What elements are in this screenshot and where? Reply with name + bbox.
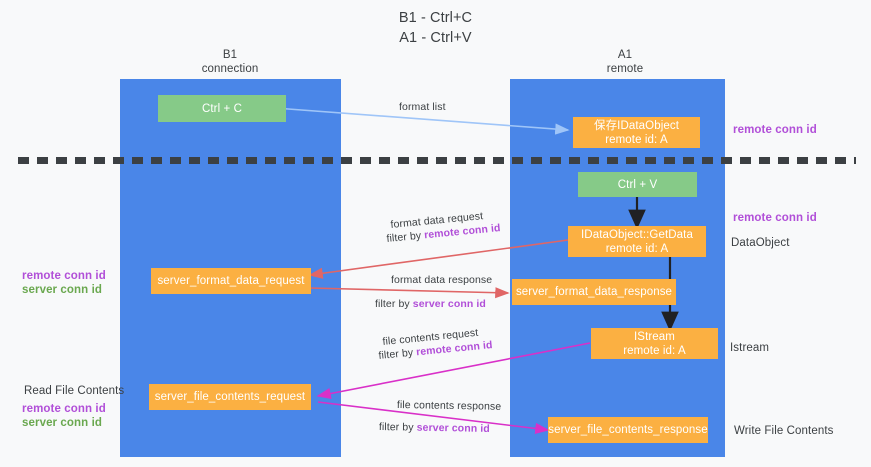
node-save-idataobject-line-1: 保存IDataObject xyxy=(593,119,680,132)
annotation-right-istream: Istream xyxy=(730,342,770,354)
node-server-format-data-request-label: server_format_data_request xyxy=(157,275,305,287)
lane-header-a1-line-1: A1 xyxy=(617,49,633,61)
diagram-title-line-2: A1 - Ctrl+V xyxy=(399,30,472,46)
edge-label-file-contents-response: file contents response xyxy=(396,399,502,413)
node-idataobject-getdata-line-1: IDataObject::GetData xyxy=(581,228,693,241)
node-server-file-contents-request-label: server_file_contents_request xyxy=(154,391,306,403)
node-server-format-data-request[interactable]: server_format_data_request xyxy=(151,268,311,294)
annotation-left-server-conn-id-bottom: server conn id xyxy=(22,417,103,429)
node-server-file-contents-response-label: server_file_contents_response xyxy=(548,424,708,436)
lane-header-a1-line-2: remote xyxy=(606,63,644,75)
node-istream-line-2: remote id: A xyxy=(623,344,686,357)
edge-label-format-data-request-filter-prefix: filter by xyxy=(386,229,425,245)
node-server-file-contents-response[interactable]: server_file_contents_response xyxy=(548,417,708,443)
node-save-idataobject-line-2: remote id: A xyxy=(605,133,668,146)
annotation-left-server-conn-id-mid: server conn id xyxy=(22,284,103,296)
node-server-file-contents-request[interactable]: server_file_contents_request xyxy=(149,384,311,410)
lane-header-a1: A1 remote xyxy=(510,48,740,76)
diagram-title-line-1: B1 - Ctrl+C xyxy=(398,10,473,26)
edge-label-format-list: format list xyxy=(399,101,446,113)
node-ctrl-v-label: Ctrl + V xyxy=(617,178,658,191)
node-server-format-data-response-label: server_format_data_response xyxy=(515,286,673,298)
node-ctrl-c[interactable]: Ctrl + C xyxy=(158,95,286,122)
annotation-left-remote-conn-id-mid: remote conn id xyxy=(22,270,106,282)
lane-header-b1: B1 connection xyxy=(120,48,340,76)
diagram-title: B1 - Ctrl+C A1 - Ctrl+V xyxy=(0,8,871,48)
annotation-right-write-file-contents: Write File Contents xyxy=(734,425,834,437)
annotation-left-remote-conn-id-bottom: remote conn id xyxy=(22,403,106,415)
node-server-format-data-response[interactable]: server_format_data_response xyxy=(512,279,676,305)
node-istream[interactable]: IStream remote id: A xyxy=(591,328,718,359)
phase-divider xyxy=(18,157,856,164)
edge-label-format-data-response: format data response xyxy=(391,274,493,286)
edge-label-file-contents-request-filter-prefix: filter by xyxy=(378,346,417,362)
edge-label-file-contents-response-filter-prefix: filter by xyxy=(378,421,417,434)
lane-header-b1-line-1: B1 xyxy=(222,49,238,61)
edge-label-file-contents-response-filter: filter by server conn id xyxy=(379,421,490,436)
edge-label-file-contents-response-filter-key: server conn id xyxy=(416,421,490,435)
node-ctrl-c-label: Ctrl + C xyxy=(201,102,243,115)
node-ctrl-v[interactable]: Ctrl + V xyxy=(578,172,697,197)
lane-header-b1-line-2: connection xyxy=(201,63,259,75)
edge-label-format-data-response-filter-key: server conn id xyxy=(412,298,486,310)
annotation-right-remote-conn-id-top: remote conn id xyxy=(733,124,817,136)
annotation-left-read-file-contents: Read File Contents xyxy=(24,385,125,397)
annotation-right-remote-conn-id-mid: remote conn id xyxy=(733,212,817,224)
node-idataobject-getdata-line-2: remote id: A xyxy=(605,242,669,255)
node-save-idataobject[interactable]: 保存IDataObject remote id: A xyxy=(573,117,700,148)
node-istream-line-1: IStream xyxy=(634,330,675,343)
annotation-right-dataobject: DataObject xyxy=(731,237,790,249)
edge-label-format-data-response-filter-prefix: filter by xyxy=(375,298,413,310)
edge-label-format-data-response-filter: filter by server conn id xyxy=(375,298,486,311)
node-idataobject-getdata[interactable]: IDataObject::GetData remote id: A xyxy=(568,226,706,257)
